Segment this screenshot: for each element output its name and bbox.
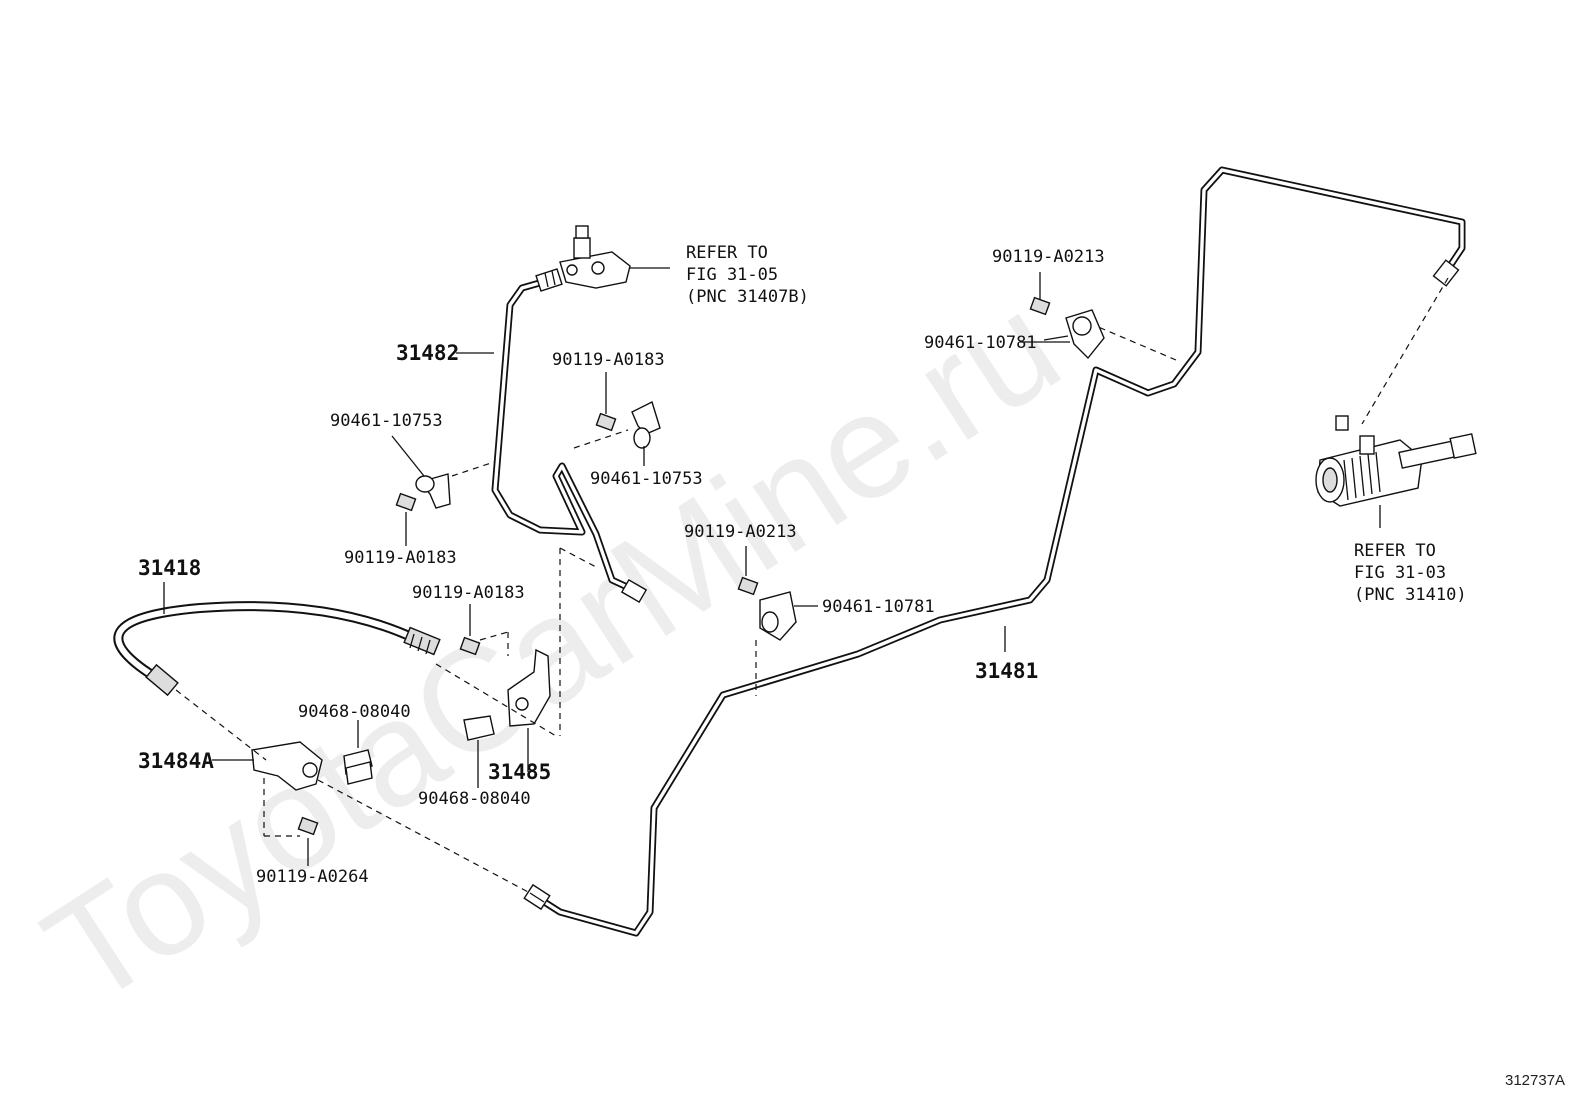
bracket-31484A [212,741,323,791]
fitting-31481-right [1432,259,1460,287]
label-90119-A0264: 90119-A0264 [256,867,369,887]
label-90119-A0213-mid: 90119-A0213 [684,522,797,542]
label-90461-10781-mid: 90461-10781 [822,597,935,617]
ref-right-line2: FIG 31-03 [1354,563,1446,583]
release-cylinder-ref-31410 [1315,415,1477,528]
reference-note-right: REFER TO FIG 31-03 (PNC 31410) [1354,541,1467,605]
label-90119-A0213-top: 90119-A0213 [992,247,1105,267]
label-31484A: 31484A [138,749,214,773]
ref-top-line2: FIG 31-05 [686,265,778,285]
label-31418: 31418 [138,556,201,580]
junction-block-ref-31407B [559,225,670,289]
clamp-90461-10753-left [391,435,451,509]
label-90461-10753-mid: 90461-10753 [590,469,703,489]
clamp-90461-10753-mid [631,401,661,466]
ref-top-line1: REFER TO [686,243,768,263]
leader-lines [163,341,1070,652]
label-31485: 31485 [488,760,551,784]
label-90461-10753-left: 90461-10753 [330,411,443,431]
fitting-31482-top [535,268,563,292]
reference-note-top: REFER TO FIG 31-05 (PNC 31407B) [686,243,809,307]
label-90119-A0183-upper: 90119-A0183 [552,350,665,370]
label-31481: 31481 [975,659,1038,683]
alignment-dashes [175,277,1449,894]
watermark: ToyotaCarMine.ru [18,262,1087,1037]
bolt-90119-A0213-mid [737,546,759,596]
bolt-90119-A0213-top [1029,272,1051,316]
ref-top-line3: (PNC 31407B) [686,287,809,307]
clip-90468-08040-lower [463,715,495,788]
clutch-line-31482 [491,276,644,597]
bracket-31485 [507,648,551,772]
bolt-90119-A0264 [297,816,319,866]
label-90461-10781-top: 90461-10781 [924,333,1037,353]
ref-right-line3: (PNC 31410) [1354,585,1467,605]
label-90119-A0183-mid: 90119-A0183 [412,583,525,603]
clutch-line-31481 [534,166,1466,937]
fitting-31482-bottom [620,578,648,604]
figure-code: 312737A [1505,1072,1565,1089]
label-90468-08040-lower: 90468-08040 [418,789,531,809]
bolt-90119-A0183-left [395,492,417,546]
ref-right-line1: REFER TO [1354,541,1436,561]
flexible-hose-31418 [113,601,441,697]
label-31482: 31482 [396,341,459,365]
label-90468-08040-upper: 90468-08040 [298,702,411,722]
label-90119-A0183-left: 90119-A0183 [344,548,457,568]
bolt-90119-A0183-upper [595,372,617,432]
clamp-90461-10781-top [1043,309,1105,360]
fitting-31481-left [523,883,551,911]
clamp-90461-10781-mid [759,591,818,641]
clip-90468-08040-upper [343,720,373,785]
bolt-90119-A0183-mid [459,604,481,656]
